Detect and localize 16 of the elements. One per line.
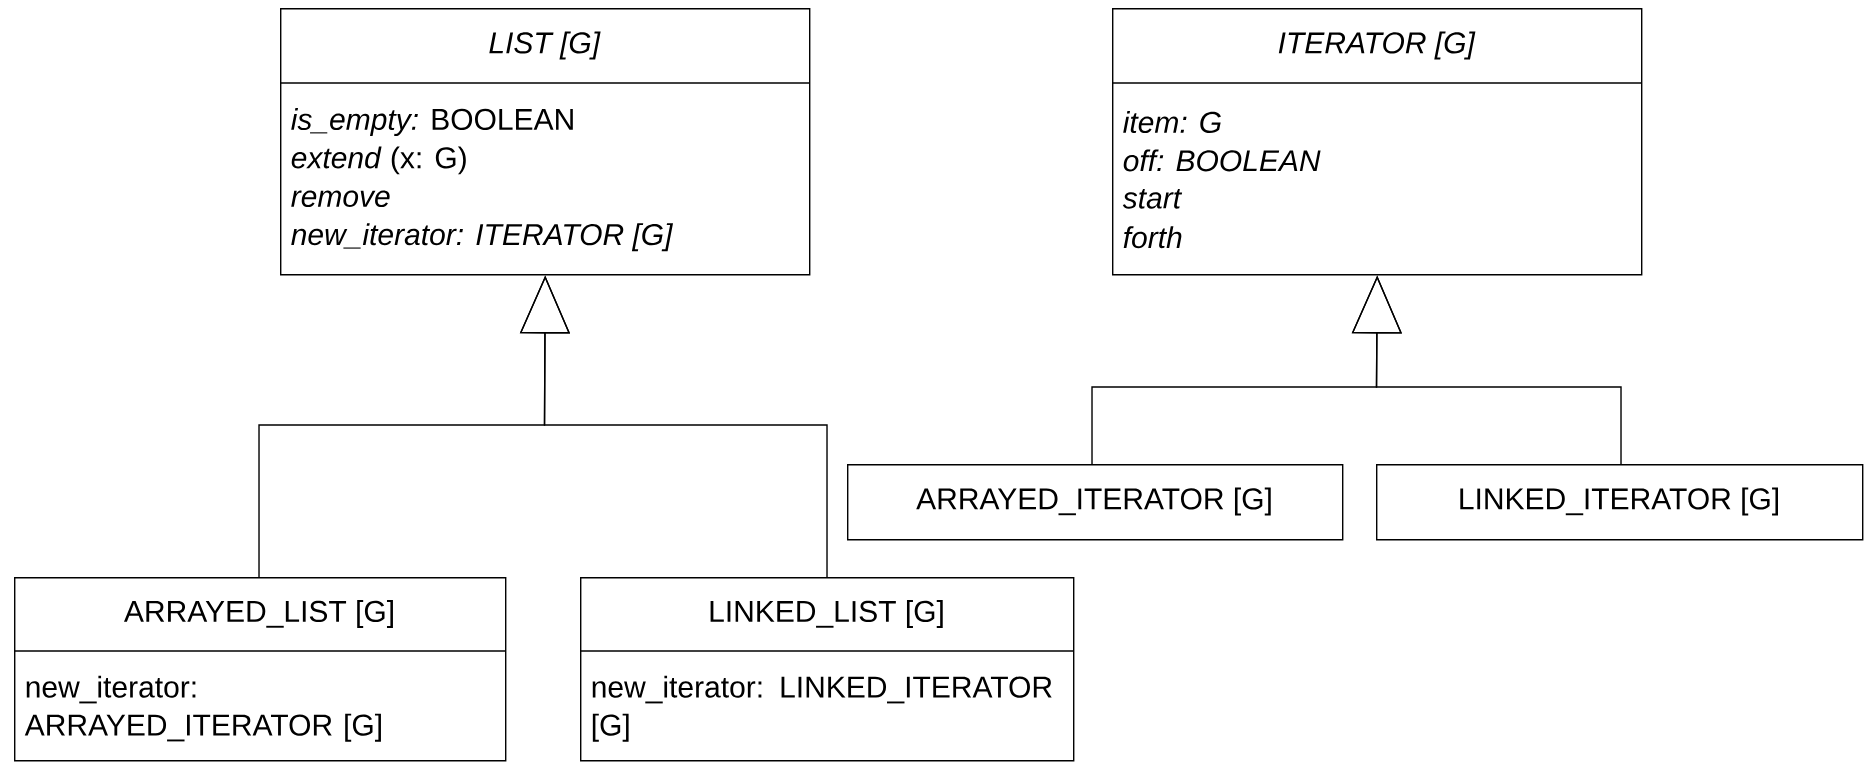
member-text: off: BOOLEAN [1123, 149, 1321, 172]
class-name: ARRAYED_ITERATOR [G] [916, 487, 1271, 516]
member-text: new_iterator: ITERATOR [G] [291, 223, 674, 252]
class-name: ARRAYED_LIST [G] [124, 600, 393, 628]
class-name: LINKED_ITERATOR [G] [1460, 487, 1778, 516]
member-text: forth [1123, 226, 1182, 249]
member-text: is_empty: BOOLEAN [291, 108, 573, 136]
class-name: LIST [G] [489, 31, 601, 60]
member-text: remove [291, 190, 390, 207]
class-name: ITERATOR [G] [1278, 31, 1476, 60]
member-text: start [1122, 188, 1183, 209]
member-text: new_iterator: LINKED_ITERATOR [G] [592, 675, 1052, 742]
member-text: extend (x: G) [291, 146, 466, 175]
member-text: item: G [1123, 111, 1221, 133]
class-name: LINKED_LIST [G] [710, 600, 943, 628]
member-text: new_iterator: ARRAYED_ITERATOR [G] [24, 675, 381, 742]
